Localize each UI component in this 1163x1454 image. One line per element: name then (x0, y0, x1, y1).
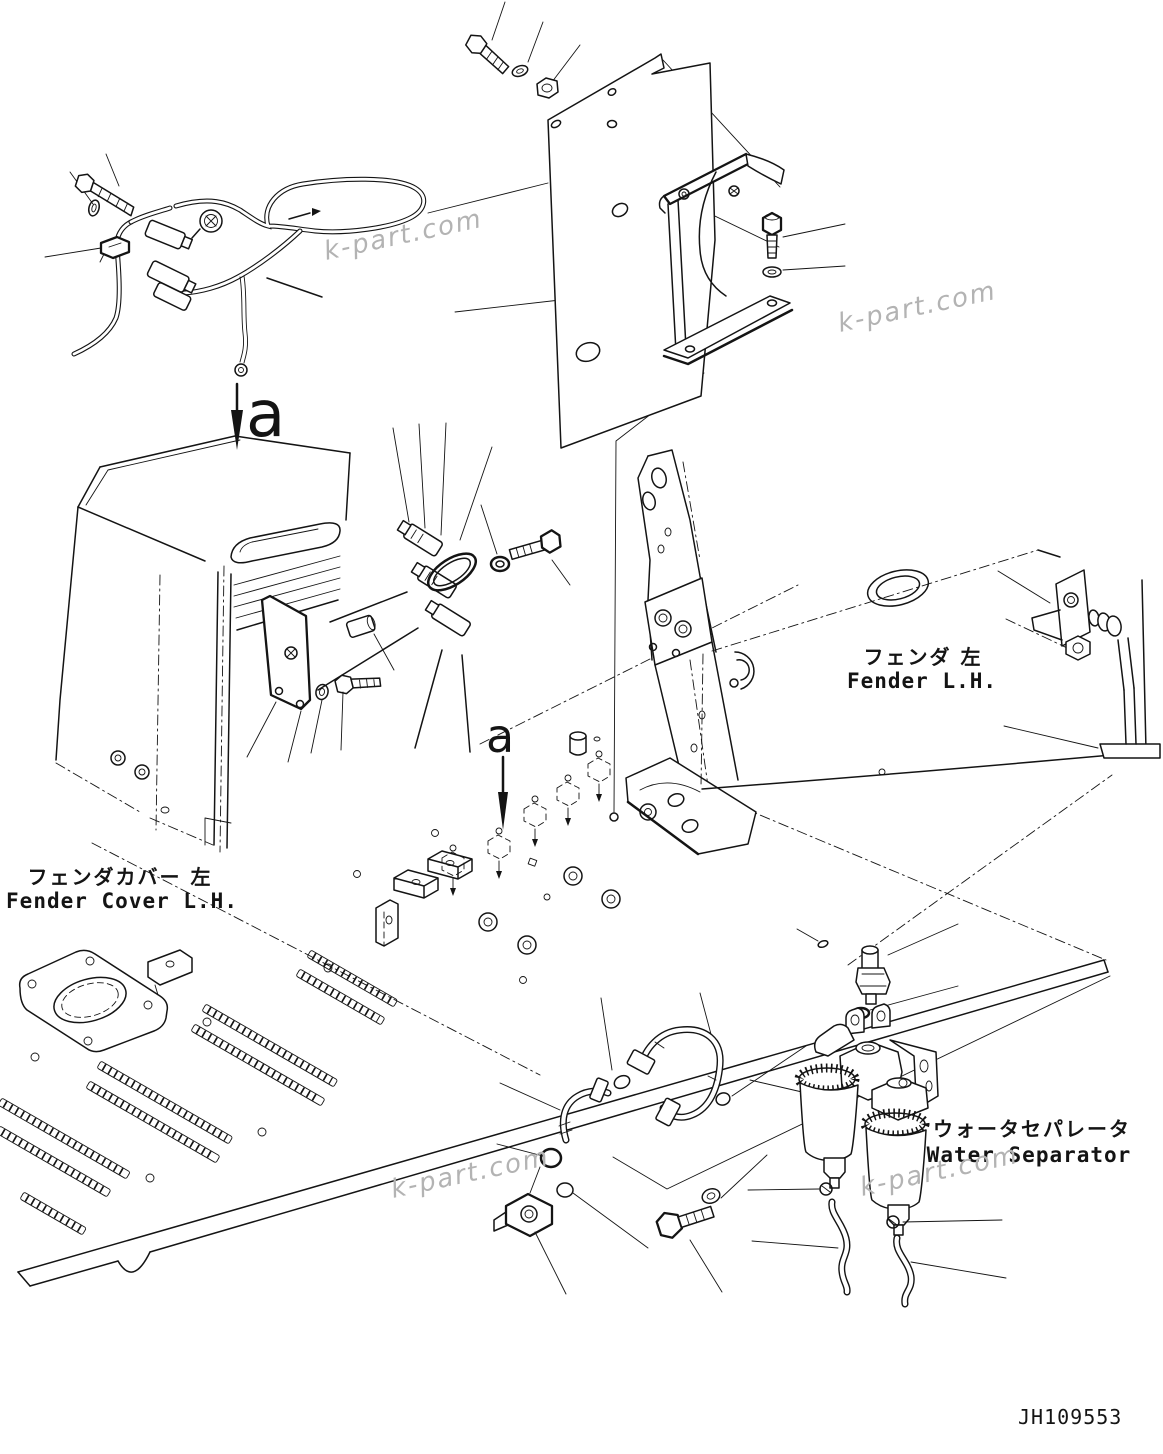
bolt-icon (761, 211, 783, 259)
section-marker-a1: a (246, 378, 285, 452)
watermark: k-part.com (835, 276, 999, 339)
deck-platform: フェンダカバー 左 Fender Cover L.H. (0, 731, 1109, 1287)
section-arrow-a-lower: a (486, 709, 514, 830)
fender-cover-body (55, 435, 351, 853)
fuel-hose-group (493, 992, 807, 1295)
flange-plate (18, 949, 169, 1053)
washer-icon (87, 199, 101, 217)
drawing-number: JH109553 (1018, 1405, 1122, 1429)
cover-plate (427, 53, 716, 449)
water-separator-assembly: ウォータセパレータ Water Separator (747, 923, 1132, 1308)
fender-label-jp: フェンダ 左 (864, 645, 983, 669)
top-fasteners (465, 1, 581, 99)
bolt-icon (74, 173, 135, 217)
washer-icon (489, 555, 511, 573)
mount-block (427, 850, 473, 880)
mount-block (393, 869, 439, 899)
section-marker-a2: a (486, 709, 514, 763)
top-bracket (658, 152, 846, 366)
nut-icon (536, 77, 559, 99)
fender-label-en: Fender L.H. (847, 669, 997, 693)
filter-right (860, 1077, 930, 1236)
deck-washers (478, 803, 657, 955)
water-separator-label-en: Water Separator (927, 1143, 1132, 1167)
filter-left (794, 1023, 903, 1189)
fender-cover-label-jp: フェンダカバー 左 (28, 865, 213, 889)
round-connector (191, 209, 223, 239)
eyelet-terminal (234, 363, 248, 377)
banjo-fitting (855, 945, 891, 1005)
bolt-icon (508, 529, 562, 561)
drain-cock (493, 1192, 567, 1295)
fender-right-bracket (997, 569, 1161, 759)
bolt-icon (334, 674, 382, 695)
wiring-harness (44, 153, 427, 377)
switch-body (424, 599, 471, 637)
o-ring (556, 1182, 574, 1198)
washer-icon (762, 266, 782, 278)
water-separator-label-jp: ウォータセパレータ (933, 1117, 1131, 1141)
bolt-icon (655, 1205, 715, 1239)
washer-icon (511, 64, 529, 78)
valve-cluster (317, 422, 571, 753)
drain-clamp (747, 1182, 1003, 1229)
weld-nut-dashed (441, 750, 611, 896)
cover-mount-plate (246, 594, 395, 763)
washer-icon (701, 1187, 721, 1205)
fender-panel: フェンダ 左 Fender L.H. (700, 549, 1147, 790)
o-ring (539, 1147, 563, 1169)
fender-cover-label-en: Fender Cover L.H. (6, 889, 238, 913)
o-ring (715, 1092, 731, 1106)
section-arrow-a-upper: a (231, 378, 285, 452)
spacer-icon (345, 614, 376, 638)
connector-block (153, 282, 192, 311)
drain-tube (751, 1198, 1007, 1308)
support-stanchion (625, 449, 757, 856)
small-bracket (147, 949, 193, 996)
clamp-ring (427, 552, 477, 592)
mount-block-tall (375, 899, 399, 947)
switch-body (396, 519, 443, 557)
connector-block (144, 219, 194, 250)
bolt-icon (465, 34, 510, 75)
elbow-fitting (558, 1077, 612, 1144)
fender-hole (866, 569, 930, 607)
fuel-hose (626, 1026, 724, 1127)
o-ring (613, 1074, 631, 1090)
spacer-cylinder (569, 731, 601, 756)
watermark: k-part.com (321, 204, 485, 267)
wear-strips (0, 950, 398, 1235)
cable-clamp (99, 235, 131, 263)
o-ring-small (817, 939, 829, 949)
grommet-nut (110, 750, 150, 780)
washer-icon (315, 683, 329, 701)
